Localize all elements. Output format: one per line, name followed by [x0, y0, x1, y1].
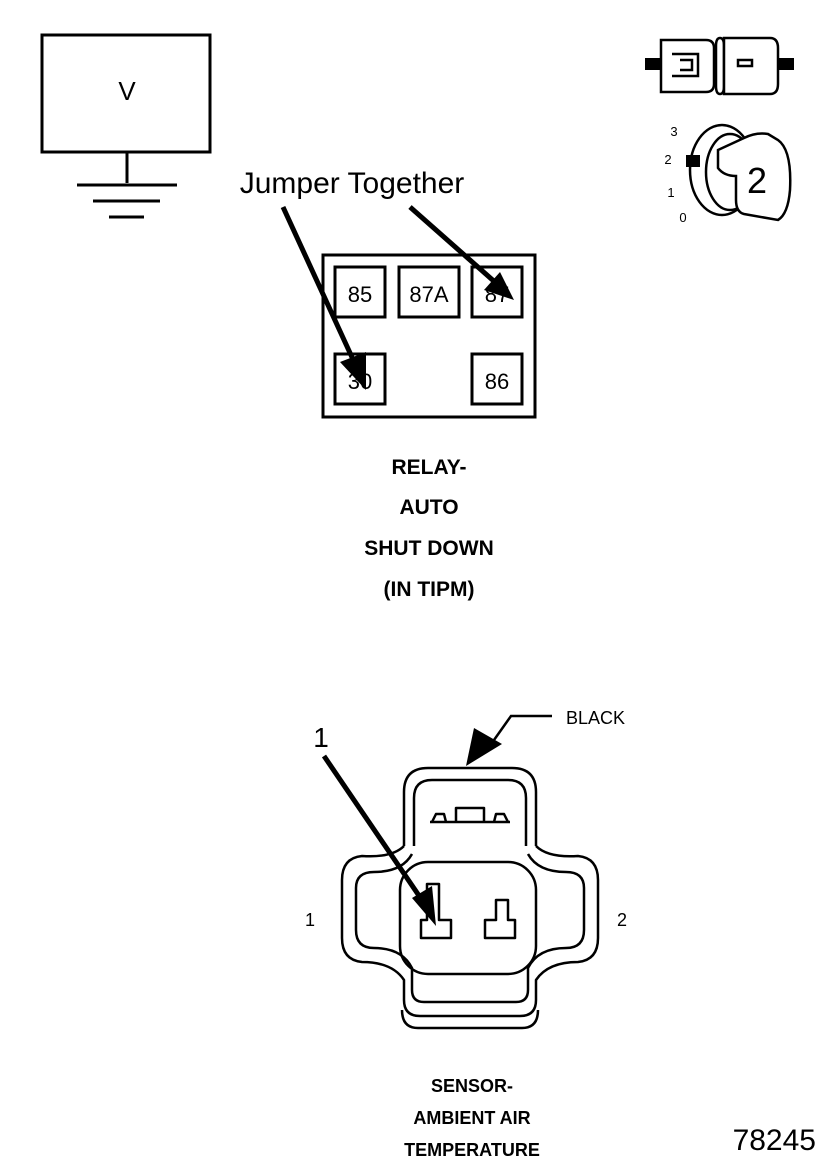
relay-caption-line-1: RELAY-: [391, 456, 466, 479]
black-leader-arrowhead: [466, 728, 502, 766]
relay-terminal-30: [333, 352, 387, 406]
jumper-label: Jumper Together: [240, 167, 465, 200]
relay-caption-line-2: AUTO: [399, 496, 458, 519]
jumper-arrow-to-87: [408, 205, 514, 300]
relay-terminal-87a-label: 87A: [409, 282, 448, 307]
connector-icon: [645, 36, 794, 96]
ignition-position-2: 2: [664, 152, 671, 167]
ignition-switch-icon: 3 2 1 0 2: [664, 123, 792, 225]
sensor-connector-body: [340, 766, 600, 1030]
sensor-pin-2-label: 2: [617, 910, 627, 930]
sensor-caption-line-3: TEMPERATURE: [404, 1140, 540, 1160]
relay-caption-line-4: (IN TIPM): [384, 578, 475, 601]
sensor-callout-number: 1: [313, 722, 329, 753]
voltmeter: V: [40, 33, 212, 219]
relay-terminal-86: [470, 352, 524, 406]
ignition-key-position: 2: [747, 160, 767, 201]
relay-terminal-85-label: 85: [348, 282, 372, 307]
jumper-arrow-to-30: [280, 205, 366, 390]
sensor-pin-1-label: 1: [305, 910, 315, 930]
relay-terminal-87a: [397, 265, 461, 319]
callout-arrowhead: [412, 886, 436, 926]
relay-terminal-86-label: 86: [485, 369, 509, 394]
ignition-position-0: 0: [679, 210, 686, 225]
voltmeter-label: V: [118, 76, 136, 106]
figure-number: 78245: [733, 1124, 816, 1157]
relay-terminal-87: [470, 265, 524, 319]
black-leader-line: [492, 714, 552, 741]
sensor-caption-line-2: AMBIENT AIR: [413, 1108, 530, 1128]
relay-body: [321, 253, 537, 419]
sensor-color-label: BLACK: [566, 708, 625, 728]
sensor-caption-line-1: SENSOR-: [431, 1076, 513, 1096]
ignition-position-3: 3: [670, 124, 677, 139]
ignition-position-1: 1: [667, 185, 674, 200]
sensor-connector: BLACK 1 1 2: [305, 708, 627, 1160]
ground-icon: [77, 183, 177, 219]
relay-terminal-85: [333, 265, 387, 319]
callout-arrow-line: [321, 754, 429, 908]
relay-caption-line-3: SHUT DOWN: [364, 537, 494, 560]
relay-caption: RELAY- AUTO SHUT DOWN (IN TIPM): [364, 456, 494, 601]
